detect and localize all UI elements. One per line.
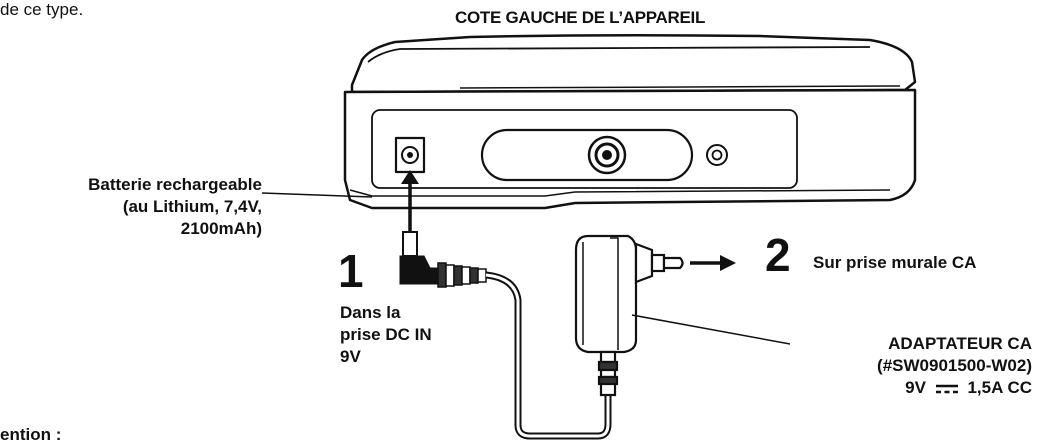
dc-symbol-icon [935, 384, 958, 393]
adapter-label: ADAPTATEUR CA (#SW0901500-W02) 9V 1,5A C… [877, 333, 1032, 399]
wall-arrow-icon [690, 255, 736, 271]
adapter-voltage: 9V [905, 378, 926, 397]
step1-number: 1 [338, 245, 364, 297]
adapter-label-line3: 9V 1,5A CC [877, 377, 1032, 399]
adapter-label-line2: (#SW0901500-W02) [877, 356, 1032, 375]
ac-adapter-icon [574, 234, 684, 397]
insert-arrow-icon [401, 170, 419, 232]
battery-label-line3: 2100mAh) [180, 219, 262, 238]
dc-plug-icon [399, 231, 487, 288]
step1-label-line2: prise DC IN [340, 325, 432, 344]
adapter-label-line1: ADAPTATEUR CA [888, 334, 1032, 353]
step1-label: Dans la prise DC IN 9V [340, 302, 432, 368]
battery-label-line2: (au Lithium, 7,4V, [122, 197, 262, 216]
step1-label-line3: 9V [340, 347, 361, 366]
battery-label: Batterie rechargeable (au Lithium, 7,4V,… [88, 174, 262, 240]
attention-text-fragment: ention : [0, 425, 62, 444]
adapter-current: 1,5A CC [967, 378, 1032, 397]
diagram-title: COTE GAUCHE DE L’APPAREIL [455, 8, 706, 27]
step1-label-line1: Dans la [340, 303, 401, 322]
player-device-icon [343, 33, 917, 210]
step2-number: 2 [765, 229, 791, 281]
battery-label-line1: Batterie rechargeable [88, 175, 262, 194]
intro-text-fragment: de ce type. [0, 0, 84, 19]
step2-label: Sur prise murale CA [813, 253, 977, 272]
